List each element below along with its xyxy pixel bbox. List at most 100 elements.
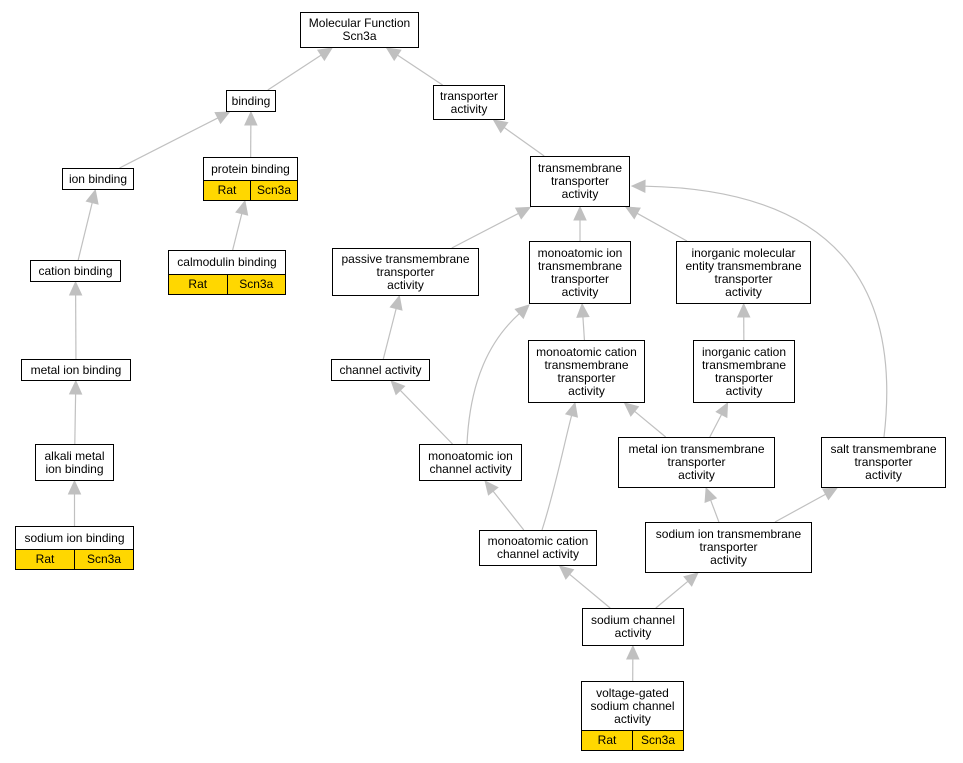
- node-label: inorganic molecular entity transmembrane…: [685, 245, 802, 299]
- edge-sodium-channel-to-sodium-ion-tm-arrowhead: [683, 572, 699, 587]
- edge-cation-binding-to-ion-binding: [77, 202, 93, 261]
- edge-channel-to-passive-tm: [382, 308, 397, 360]
- edge-mono-ion-channel-to-mono-ion-tm-arrowhead: [514, 304, 530, 320]
- edge-mono-cation-channel-to-mono-cation-tm: [541, 415, 573, 531]
- edge-cation-binding-to-ion-binding-arrowhead: [85, 188, 99, 205]
- tag-scn3a: Scn3a: [226, 275, 285, 294]
- node-sodium-channel[interactable]: sodium channel activity: [582, 608, 684, 646]
- node-tm-transporter[interactable]: transmembrane transporter activity: [530, 156, 630, 207]
- node-label: transporter activity: [439, 88, 499, 116]
- edge-metal-ion-tm-to-inorg-cation-tm-arrowhead: [715, 401, 729, 419]
- edge-sodium-channel-to-mono-cation-channel: [569, 573, 611, 609]
- node-label: Molecular Function Scn3a: [308, 16, 411, 43]
- edge-mono-ion-channel-to-mono-ion-tm: [466, 313, 520, 445]
- node-label: monoatomic ion channel activity: [428, 448, 513, 476]
- node-inorg-cation-tm[interactable]: inorganic cation transmembrane transport…: [693, 340, 795, 403]
- node-label: ion binding: [68, 171, 128, 186]
- edge-metal-ion-binding-to-cation-binding-arrowhead: [68, 280, 83, 296]
- node-metal-ion-binding[interactable]: metal ion binding: [21, 359, 131, 381]
- edge-sodium-ion-tm-to-metal-ion-tm: [710, 499, 720, 523]
- edge-sodium-channel-to-mono-cation-channel-arrowhead: [558, 565, 575, 580]
- edge-passive-tm-to-tm-transporter: [451, 212, 519, 249]
- edge-inorg-mol-tm-to-tm-transporter: [636, 212, 688, 242]
- edge-binding-to-mf-arrowhead: [316, 47, 333, 62]
- node-label: metal ion transmembrane transporter acti…: [628, 442, 765, 482]
- node-label: inorganic cation transmembrane transport…: [701, 344, 787, 398]
- edge-metal-ion-tm-to-mono-cation-tm: [634, 410, 667, 438]
- edge-mono-cation-channel-to-mono-ion-channel: [492, 490, 525, 531]
- node-label: monoatomic cation channel activity: [487, 534, 589, 561]
- tag-scn3a: Scn3a: [250, 181, 297, 200]
- node-label: binding: [231, 93, 271, 108]
- edge-mono-cation-channel-to-mono-cation-tm-arrowhead: [564, 401, 579, 418]
- node-label: voltage-gated sodium channel activity: [590, 685, 675, 726]
- node-mono-ion-tm[interactable]: monoatomic ion transmembrane transporter…: [529, 241, 631, 304]
- tag-rat: Rat: [16, 550, 74, 569]
- node-alkali[interactable]: alkali metal ion binding: [35, 444, 114, 481]
- edge-sodium-ion-tm-to-metal-ion-tm-arrowhead: [704, 486, 718, 504]
- node-mono-cation-tm[interactable]: monoatomic cation transmembrane transpor…: [528, 340, 645, 403]
- tag-rat: Rat: [204, 181, 250, 200]
- node-label: sodium ion binding: [24, 530, 125, 545]
- edge-calmodulin-to-protein-binding-arrowhead: [235, 199, 249, 216]
- node-cation-binding[interactable]: cation binding: [30, 260, 121, 282]
- edge-tm-transporter-to-transporter: [503, 127, 545, 157]
- node-label: sodium channel activity: [590, 613, 676, 640]
- node-label: calmodulin binding: [177, 255, 277, 269]
- edge-tm-transporter-to-transporter-arrowhead: [492, 119, 509, 134]
- node-label: transmembrane transporter activity: [537, 161, 623, 201]
- tag-rat: Rat: [582, 731, 632, 750]
- edge-inorg-mol-tm-to-tm-transporter-arrowhead: [624, 206, 641, 220]
- edge-mono-cation-channel-to-mono-ion-channel-arrowhead: [484, 480, 499, 496]
- edge-mono-ion-tm-to-tm-transporter-arrowhead: [573, 205, 587, 221]
- node-label: metal ion binding: [30, 362, 122, 377]
- node-mono-cation-channel[interactable]: monoatomic cation channel activity: [479, 530, 597, 566]
- node-label: monoatomic cation transmembrane transpor…: [536, 344, 637, 398]
- edge-inorg-cation-tm-to-inorg-mol-tm-arrowhead: [736, 302, 751, 318]
- edge-transporter-to-mf-arrowhead: [385, 47, 402, 62]
- edge-protein-binding-to-binding-arrowhead: [244, 110, 258, 126]
- node-sodium-ion-tm[interactable]: sodium ion transmembrane transporter act…: [645, 522, 812, 573]
- tag-scn3a: Scn3a: [74, 550, 133, 569]
- node-transporter[interactable]: transporter activity: [433, 85, 505, 120]
- edge-sodium-channel-to-sodium-ion-tm: [655, 580, 689, 609]
- node-label: cation binding: [38, 263, 113, 278]
- node-passive-tm[interactable]: passive transmembrane transporter activi…: [332, 248, 479, 296]
- edge-calmodulin-to-protein-binding: [232, 213, 243, 251]
- node-label: monoatomic ion transmembrane transporter…: [537, 245, 623, 299]
- node-metal-ion-tm[interactable]: metal ion transmembrane transporter acti…: [618, 437, 775, 488]
- edge-mono-cation-tm-to-mono-ion-tm: [582, 316, 586, 341]
- node-channel[interactable]: channel activity: [331, 359, 430, 381]
- tag-rat: Rat: [169, 275, 227, 294]
- tag-scn3a: Scn3a: [632, 731, 683, 750]
- edge-sodium-ion-tm-to-salt-tm-arrowhead: [821, 487, 839, 501]
- node-label: protein binding: [211, 161, 290, 176]
- edge-salt-tm-to-tm-transporter: [644, 185, 888, 438]
- edge-alkali-to-metal-ion-binding-arrowhead: [68, 379, 83, 395]
- node-label: passive transmembrane transporter activi…: [341, 251, 470, 292]
- edge-mono-cation-tm-to-mono-ion-tm-arrowhead: [576, 302, 590, 318]
- node-label: salt transmembrane transporter activity: [830, 442, 937, 482]
- node-label: sodium ion transmembrane transporter act…: [655, 527, 802, 567]
- node-mf[interactable]: Molecular Function Scn3a: [300, 12, 419, 48]
- node-label: alkali metal ion binding: [44, 448, 105, 476]
- node-ion-binding[interactable]: ion binding: [62, 168, 134, 190]
- edge-salt-tm-to-tm-transporter-arrowhead: [630, 179, 646, 194]
- edge-vg-sodium-to-sodium-channel-arrowhead: [626, 644, 640, 660]
- node-mono-ion-channel[interactable]: monoatomic ion channel activity: [419, 444, 522, 481]
- node-inorg-mol-tm[interactable]: inorganic molecular entity transmembrane…: [676, 241, 811, 304]
- node-salt-tm[interactable]: salt transmembrane transporter activity: [821, 437, 946, 488]
- edge-mono-ion-channel-to-channel: [399, 389, 453, 445]
- edge-binding-to-mf: [267, 54, 322, 91]
- node-binding[interactable]: binding: [226, 90, 276, 112]
- edge-sodium-ion-binding-to-alkali-arrowhead: [67, 479, 82, 495]
